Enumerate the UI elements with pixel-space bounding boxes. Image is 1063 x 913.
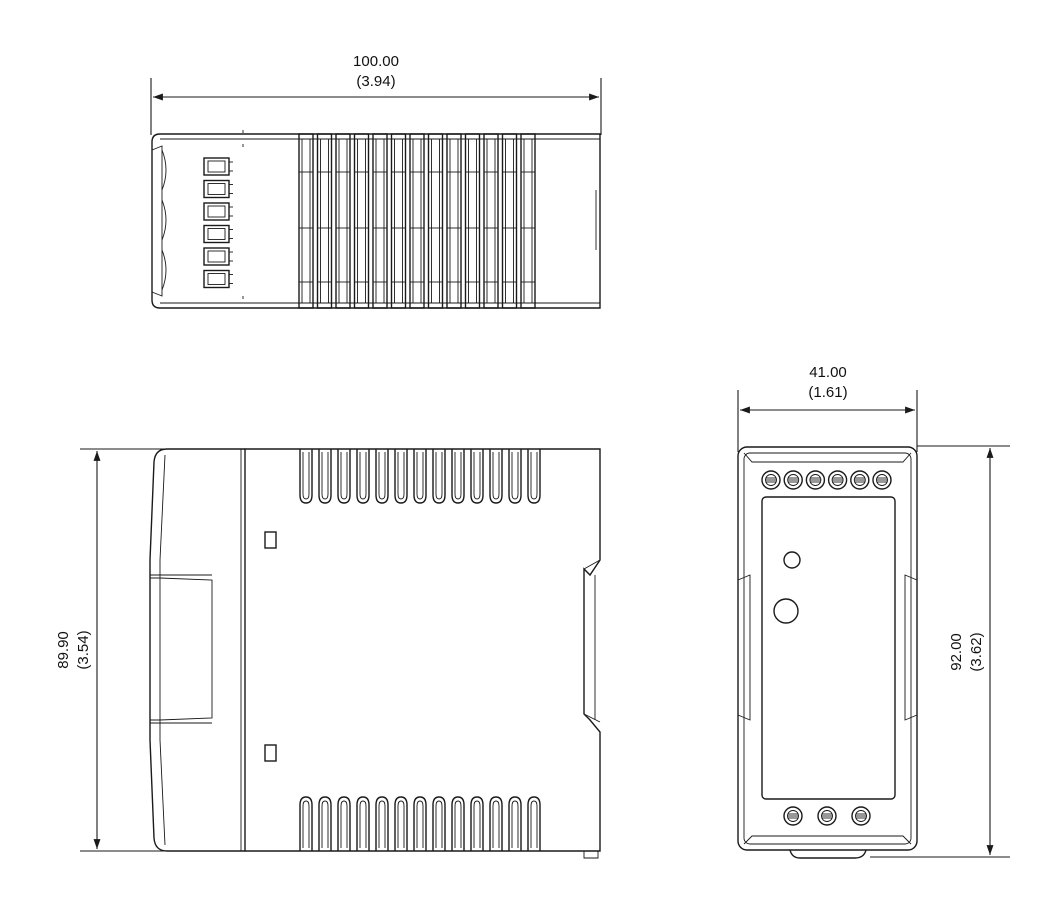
- terminal-block: [203, 157, 233, 176]
- vent-slot: [356, 449, 370, 504]
- vent-slot: [508, 449, 522, 504]
- terminal-block: [203, 179, 233, 199]
- terminal-block: [203, 224, 233, 244]
- vent-slot: [394, 449, 408, 504]
- vent-slot: [432, 449, 446, 504]
- cooling-fin: [298, 133, 314, 309]
- cooling-fin: [390, 133, 407, 309]
- terminal-screw: [851, 806, 871, 826]
- vent-slot: [470, 796, 484, 851]
- cooling-fin: [483, 133, 499, 309]
- vent-slot: [337, 796, 351, 851]
- vent-slot: [489, 796, 503, 851]
- front-view-terminals-bottom: [783, 806, 871, 826]
- front-height-inch: (3.62): [968, 632, 985, 671]
- vent-slot: [356, 796, 370, 851]
- terminal-screw: [761, 470, 781, 490]
- cooling-fin: [372, 133, 388, 309]
- terminal-screw: [817, 806, 837, 826]
- vent-slot: [318, 796, 332, 851]
- vent-slot: [432, 796, 446, 851]
- top-view: 100.00 (3.94): [150, 53, 602, 309]
- top-view-fins: [298, 133, 536, 309]
- front-height-dimension: 92.00 (3.62): [870, 445, 1010, 858]
- top-width-dimension: 100.00 (3.94): [150, 53, 602, 135]
- vent-slot: [451, 449, 465, 504]
- terminal-block: [203, 269, 233, 289]
- cooling-fin: [464, 133, 481, 309]
- front-width-inch: (1.61): [808, 384, 847, 401]
- vent-slot: [508, 796, 522, 851]
- vent-slot: [318, 449, 332, 504]
- terminal-screw: [850, 470, 870, 490]
- vent-slot: [375, 449, 389, 504]
- side-height-mm: 89.90: [55, 631, 72, 669]
- vent-slot: [527, 796, 541, 851]
- vent-slot: [413, 449, 427, 504]
- top-width-inch: (3.94): [356, 73, 395, 90]
- cooling-fin: [520, 133, 536, 309]
- cooling-fin: [353, 133, 370, 309]
- cooling-fin: [446, 133, 462, 309]
- terminal-block: [203, 202, 233, 221]
- vent-slot: [489, 449, 503, 504]
- top-width-mm: 100.00: [353, 53, 399, 70]
- vent-slot: [527, 449, 541, 504]
- front-view: 41.00 (1.61) 92.00 (3.62): [737, 364, 1010, 859]
- vent-slot: [394, 796, 408, 851]
- terminal-screw: [872, 470, 892, 490]
- terminal-screw: [805, 470, 826, 490]
- vent-slot: [299, 449, 313, 504]
- front-view-terminals-top: [761, 470, 892, 490]
- vent-slot: [337, 449, 351, 504]
- cooling-fin: [316, 133, 333, 309]
- cooling-fin: [427, 133, 444, 309]
- vent-slot: [299, 796, 313, 851]
- cooling-fin: [335, 133, 351, 309]
- vent-slot: [375, 796, 389, 851]
- side-view: 89.90 (3.54): [55, 448, 601, 859]
- terminal-screw: [783, 806, 803, 826]
- vent-slot: [470, 449, 484, 504]
- side-view-fins-bottom: [299, 796, 541, 851]
- terminal-block: [203, 247, 233, 266]
- top-view-terminals: [203, 157, 233, 289]
- front-width-dimension: 41.00 (1.61): [737, 364, 918, 452]
- terminal-screw: [827, 470, 848, 490]
- terminal-screw: [783, 470, 803, 490]
- front-width-mm: 41.00: [809, 364, 847, 381]
- side-height-inch: (3.54): [75, 630, 92, 669]
- front-height-mm: 92.00: [948, 633, 965, 671]
- cooling-fin: [409, 133, 425, 309]
- vent-slot: [413, 796, 427, 851]
- cooling-fin: [501, 133, 518, 309]
- vent-slot: [451, 796, 465, 851]
- side-view-fins-top: [299, 449, 541, 504]
